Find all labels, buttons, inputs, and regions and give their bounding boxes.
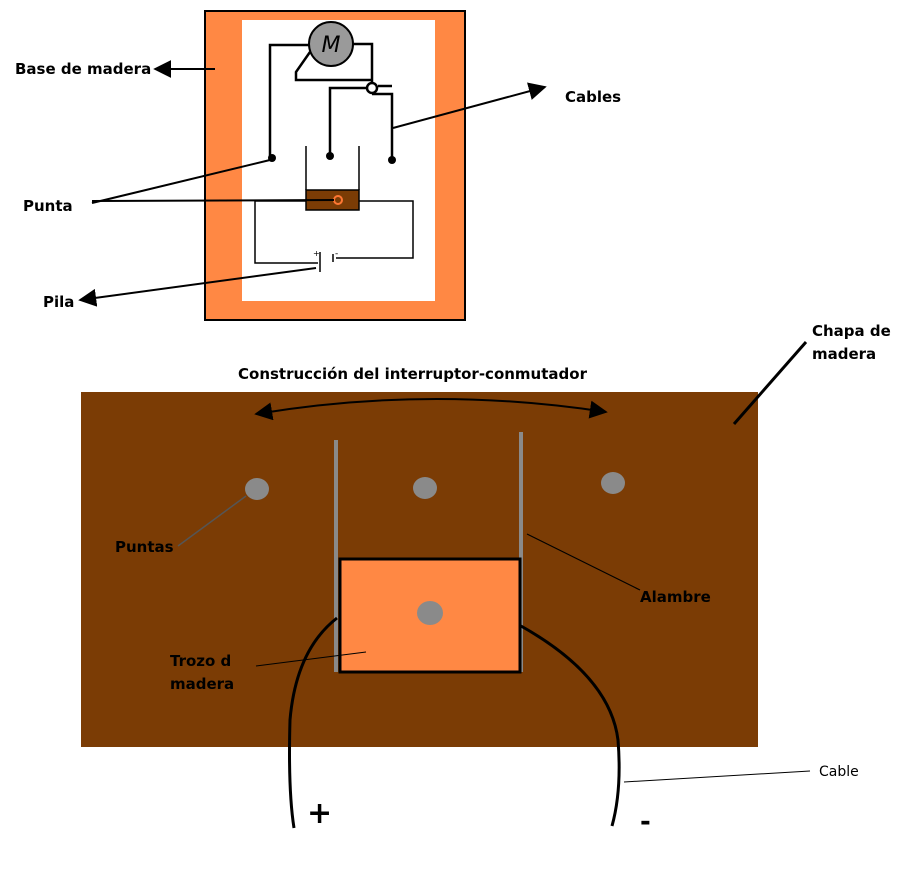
label-trozo-line1: Trozo d [170,652,231,670]
movement-arc-arrow [254,397,608,421]
pointer-trozo [255,651,367,667]
block-pivot-point [417,601,443,625]
cable-negative [520,624,621,827]
label-cables: Cables [565,88,621,106]
pointer-punta-2 [91,199,335,202]
battery-plus-sign: + [313,249,320,258]
sign-positive: + [307,796,332,831]
motor-letter: M [322,33,341,58]
top-circuit-diagram: M + - [15,10,621,321]
label-cable: Cable [819,764,859,780]
switch-rails [305,146,360,190]
arrow-pila [78,267,317,307]
construction-title: Construcción del interruptor-conmutador [238,365,588,383]
bottom-switch-construction: Construcción del interruptor-conmutador … [81,322,891,837]
label-puntas: Puntas [115,538,174,556]
cable-positive [288,616,338,829]
contact-points [245,472,625,500]
pointer-cable [623,770,811,783]
pointer-chapa [732,341,808,425]
pointer-alambre [526,533,641,591]
sign-negative: - [640,807,651,837]
pointer-puntas [177,495,247,547]
battery-minus-sign: - [335,249,338,259]
label-chapa-line1: Chapa de [812,322,891,340]
label-chapa-line2: madera [812,345,876,363]
label-trozo-line2: madera [170,675,234,693]
arrow-cables [392,82,547,129]
label-base-de-madera: Base de madera [15,60,151,78]
label-punta: Punta [23,197,73,215]
motor-wiring [268,42,394,158]
label-alambre: Alambre [640,588,711,606]
pointer-punta-1 [91,159,271,204]
label-pila: Pila [43,293,74,311]
